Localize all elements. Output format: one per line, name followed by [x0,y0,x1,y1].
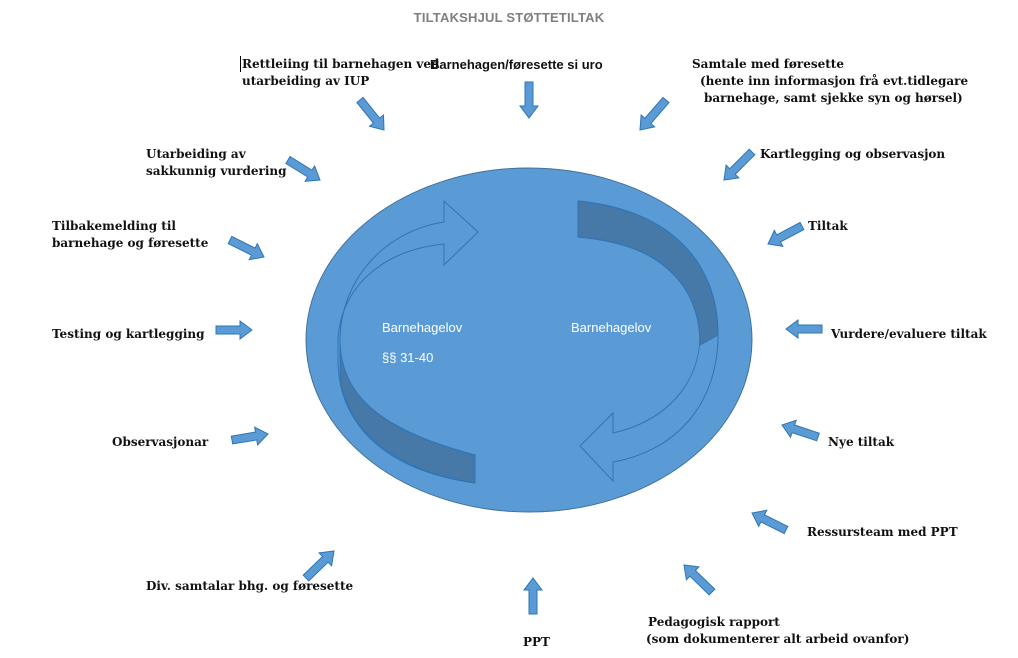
label-sakkunnig: Utarbeiding av sakkunnig vurdering [146,146,287,180]
text-cursor [240,56,241,72]
cycle-arrow-right [577,200,719,483]
label-samtale-line3: barnehage, samt sjekke syn og hørsel) [704,91,963,105]
label-pedagogisk-line1: Pedagogisk rapport [648,615,780,629]
label-uro: Barnehagen/føresette si uro [430,57,603,72]
arrow-ppt [523,577,543,615]
diagram-title: TILTAKSHJUL STØTTETILTAK [413,10,605,25]
label-sakkunnig-line2: sakkunnig vurdering [146,164,287,178]
label-rettleiing: Rettleiing til barnehagen ved utarbeidin… [242,56,439,90]
label-div-samtalar: Div. samtalar bhg. og føresette [146,579,354,593]
arrow-kartlegging [723,148,756,181]
arrow-uro [519,81,539,119]
label-ressursteam: Ressursteam med PPT [807,525,958,539]
label-rettleiing-line2: utarbeiding av IUP [242,74,370,88]
center-right-label: Barnehagelov [571,320,652,335]
arrow-testing [215,320,253,340]
label-kartlegging-observasjon: Kartlegging og observasjon [760,147,946,161]
label-tilbakemelding-line1: Tilbakemelding til [52,219,176,233]
arrow-div-samtalar [302,550,335,582]
label-samtale-line1: Samtale med føresette [692,57,844,71]
label-pedagogisk: Pedagogisk rapport (som dokumenterer alt… [646,614,909,648]
arrow-sakkunnig [285,155,321,182]
center-left-label: Barnehagelov [382,320,463,335]
arrow-observasjonar [230,426,269,446]
arrow-tiltak [767,221,805,247]
label-rettleiing-line1: Rettleiing til barnehagen ved [242,57,440,71]
arrow-tilbakemelding [227,235,265,261]
arrow-vurdere [785,319,823,339]
arrow-samtale [639,96,670,131]
cycle-arrow-left [337,199,479,484]
label-ppt: PPT [523,635,550,649]
label-samtale-line2: (hente inn informasjon frå evt.tidlegare [700,74,969,88]
label-tilbakemelding: Tilbakemelding til barnehage og føresett… [52,218,208,252]
center-left-sub: §§ 31-40 [382,350,434,365]
arrow-nye-tiltak [781,419,820,442]
label-tiltak: Tiltak [808,219,848,233]
label-pedagogisk-line2: (som dokumenterer alt arbeid ovanfor) [646,632,910,646]
label-sakkunnig-line1: Utarbeiding av [146,147,246,161]
label-samtale: Samtale med føresette (hente inn informa… [692,56,968,107]
label-testing: Testing og kartlegging [52,327,205,341]
arrow-ressursteam [751,509,789,535]
arrow-rettleiing [356,96,385,131]
label-nye-tiltak: Nye tiltak [828,435,895,449]
label-tilbakemelding-line2: barnehage og føresette [52,236,209,250]
label-vurdere: Vurdere/evaluere tiltak [831,327,987,341]
label-observasjonar: Observasjonar [112,435,209,449]
cycle-circle [305,167,753,513]
arrow-pedagogisk [683,564,716,596]
